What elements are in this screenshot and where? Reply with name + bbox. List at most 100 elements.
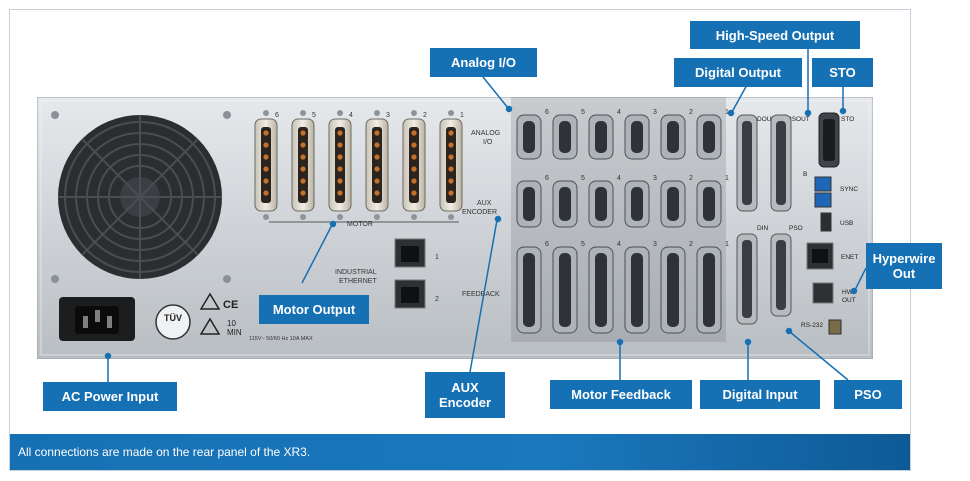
motor-channel-number: 3 — [386, 112, 390, 119]
hsout-connector — [770, 114, 792, 212]
channel-number: 2 — [689, 241, 693, 248]
channel-number: 5 — [581, 109, 585, 116]
analog-io-connector-6: 6 — [516, 109, 549, 160]
ten-min-number: 10 — [227, 319, 236, 328]
sync-b-label: B — [803, 171, 807, 178]
callout-analog-io: Analog I/O — [430, 48, 537, 77]
feedback-label: FEEDBACK — [462, 291, 500, 298]
callout-digital-output: Digital Output — [674, 58, 802, 87]
ethernet-port-2 — [394, 279, 426, 309]
figure-caption: All connections are made on the rear pan… — [18, 445, 311, 459]
dout-label: DOUT — [757, 116, 775, 123]
enet-label: ENET — [841, 254, 858, 261]
sto-panel-label: STO — [841, 116, 854, 123]
sto-connector — [818, 112, 840, 168]
analog-io-connector-2: 2 — [660, 109, 693, 160]
hsout-label: HSOUT — [787, 116, 810, 123]
motor-label: MOTOR — [347, 221, 373, 228]
analog-io-connector-5: 5 — [552, 109, 585, 160]
analog-io-connector-3: 3 — [624, 109, 657, 160]
callout-motor-output: Motor Output — [259, 295, 369, 324]
hw-out-label-1: HW — [842, 289, 854, 296]
channel-number: 6 — [545, 241, 549, 248]
aux-encoder-connector-3: 3 — [624, 175, 657, 228]
motor-connector-1: 1 — [439, 110, 464, 220]
warning-icon — [199, 292, 221, 310]
caption-bar: All connections are made on the rear pan… — [10, 434, 910, 470]
rs232-label: RS-232 — [801, 322, 823, 329]
fan-grille — [58, 115, 222, 279]
hw-out-label-2: OUT — [842, 297, 856, 304]
pso-panel-label: PSO — [789, 225, 803, 232]
industrial-ethernet-label-2: ETHERNET — [339, 278, 377, 285]
callout-motor-feedback: Motor Feedback — [550, 380, 692, 409]
channel-number: 5 — [581, 175, 585, 182]
aux-encoder-label-2: ENCODER — [462, 209, 497, 216]
channel-number: 5 — [581, 241, 585, 248]
ac-inlet — [59, 297, 135, 341]
feedback-connector-3: 3 — [624, 241, 657, 334]
channel-number: 1 — [725, 241, 729, 248]
aux-encoder-connector-2: 2 — [660, 175, 693, 228]
analog-io-connector-4: 4 — [588, 109, 621, 160]
dout-connector — [736, 114, 758, 212]
feedback-connector-2: 2 — [660, 241, 693, 334]
callout-sto: STO — [812, 58, 873, 87]
aux-encoder-connector-6: 6 — [516, 175, 549, 228]
motor-connector-5: 5 — [291, 110, 316, 220]
analog-io-connector-1: 1 — [696, 109, 729, 160]
shock-warning-icon — [199, 317, 221, 335]
callout-hyperwire-out: Hyperwire Out — [866, 243, 942, 289]
ethernet-port-1 — [394, 238, 426, 268]
industrial-ethernet-label-1: INDUSTRIAL — [335, 269, 377, 276]
channel-number: 1 — [725, 175, 729, 182]
motor-connectors: 6 5 4 3 2 1 — [254, 110, 464, 220]
ce-mark: CE — [223, 299, 238, 311]
aux-encoder-connector-4: 4 — [588, 175, 621, 228]
channel-number: 1 — [725, 109, 729, 116]
motor-channel-number: 2 — [423, 112, 427, 119]
callout-digital-input: Digital Input — [700, 380, 820, 409]
din-connector — [736, 233, 758, 325]
tuv-label: TÜV — [164, 313, 182, 323]
eth-port-1-label: 1 — [435, 254, 439, 261]
eth-port-2-label: 2 — [435, 296, 439, 303]
channel-number: 2 — [689, 175, 693, 182]
channel-number: 6 — [545, 175, 549, 182]
channel-number: 6 — [545, 109, 549, 116]
channel-number: 3 — [653, 109, 657, 116]
power-rating-text: 115V~ 50/60 Hz 10A MAX — [249, 336, 313, 342]
callout-pso: PSO — [834, 380, 902, 409]
usb-label: USB — [840, 220, 853, 227]
analog-io-label-2: I/O — [483, 139, 493, 146]
channel-number: 3 — [653, 241, 657, 248]
channel-number: 4 — [617, 109, 621, 116]
channel-number: 4 — [617, 175, 621, 182]
motor-channel-number: 6 — [275, 112, 279, 119]
sync-label: SYNC — [840, 186, 858, 193]
feedback-connector-5: 5 — [552, 241, 585, 334]
callout-ac-power-input: AC Power Input — [43, 382, 177, 411]
feedback-connector-4: 4 — [588, 241, 621, 334]
tuv-mark: TÜV — [155, 304, 191, 340]
feedback-connector-1: 1 — [696, 241, 729, 334]
din-label: DIN — [757, 225, 769, 232]
motor-connector-2: 2 — [402, 110, 427, 220]
motor-connector-3: 3 — [365, 110, 390, 220]
aux-encoder-connector-1: 1 — [696, 175, 729, 228]
motor-connector-4: 4 — [328, 110, 353, 220]
callout-high-speed-output: High-Speed Output — [690, 21, 860, 49]
callout-aux-encoder: AUX Encoder — [425, 372, 505, 418]
motor-channel-number: 4 — [349, 112, 353, 119]
motor-channel-number: 5 — [312, 112, 316, 119]
channel-number: 4 — [617, 241, 621, 248]
feedback-connector-6: 6 — [516, 241, 549, 334]
analog-io-label-1: ANALOG — [471, 130, 500, 137]
channel-number: 2 — [689, 109, 693, 116]
pso-connector — [770, 233, 792, 317]
motor-channel-number: 1 — [460, 112, 464, 119]
aux-encoder-connector-5: 5 — [552, 175, 585, 228]
